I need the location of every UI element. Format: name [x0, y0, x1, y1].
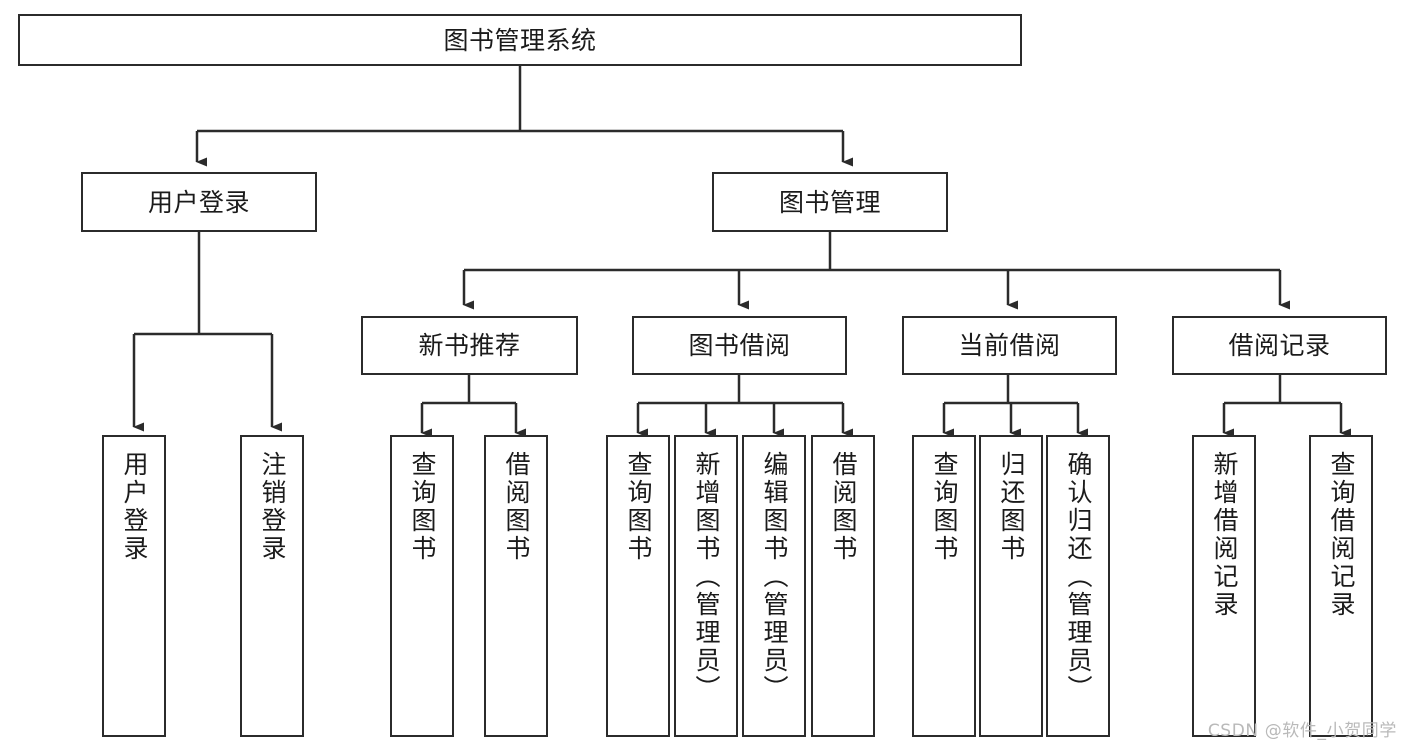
leaf-query-book-current[interactable]: 查询图书 [912, 435, 976, 737]
node-label: 归还图书 [997, 451, 1026, 563]
leaf-add-borrow-record[interactable]: 新增借阅记录 [1192, 435, 1256, 737]
leaf-return-book[interactable]: 归还图书 [979, 435, 1043, 737]
node-label: 借阅图书 [502, 451, 531, 563]
node-label: 借阅图书 [829, 451, 858, 563]
leaf-confirm-return-admin[interactable]: 确认归还（管理员） [1046, 435, 1110, 737]
node-label: 当前借阅 [958, 331, 1061, 360]
node-label: 图书管理 [778, 187, 881, 217]
node-label: 编辑图书（管理员） [760, 451, 789, 703]
node-label: 查询图书 [624, 451, 653, 563]
leaf-borrow-book-newbook[interactable]: 借阅图书 [484, 435, 548, 737]
leaf-edit-book-admin[interactable]: 编辑图书（管理员） [742, 435, 806, 737]
node-label: 新增借阅记录 [1210, 451, 1239, 619]
leaf-add-book-admin[interactable]: 新增图书（管理员） [674, 435, 738, 737]
node-label: 确认归还（管理员） [1064, 451, 1093, 703]
node-new-book-recommend[interactable]: 新书推荐 [361, 316, 578, 375]
leaf-logout[interactable]: 注销登录 [240, 435, 304, 737]
node-label: 图书借阅 [688, 331, 791, 360]
node-label: 新书推荐 [418, 331, 521, 360]
node-label: 图书管理系统 [443, 25, 597, 55]
node-label: 注销登录 [258, 451, 287, 563]
node-book-management[interactable]: 图书管理 [712, 172, 948, 232]
node-label: 查询图书 [930, 451, 959, 563]
leaf-query-book-newbook[interactable]: 查询图书 [390, 435, 454, 737]
leaf-borrow-book[interactable]: 借阅图书 [811, 435, 875, 737]
leaf-query-book-borrow[interactable]: 查询图书 [606, 435, 670, 737]
node-label: 用户登录 [147, 187, 250, 217]
node-borrow-record[interactable]: 借阅记录 [1172, 316, 1387, 375]
leaf-user-login[interactable]: 用户登录 [102, 435, 166, 737]
leaf-query-borrow-record[interactable]: 查询借阅记录 [1309, 435, 1373, 737]
node-user-login[interactable]: 用户登录 [81, 172, 317, 232]
node-current-borrow[interactable]: 当前借阅 [902, 316, 1117, 375]
node-label: 用户登录 [120, 451, 149, 563]
node-label: 新增图书（管理员） [692, 451, 721, 703]
csdn-watermark: CSDN @软件_小贺同学 [1207, 721, 1397, 741]
node-root-system[interactable]: 图书管理系统 [18, 14, 1022, 66]
node-label: 查询借阅记录 [1327, 451, 1356, 619]
node-book-borrow[interactable]: 图书借阅 [632, 316, 847, 375]
node-label: 借阅记录 [1228, 331, 1331, 360]
node-label: 查询图书 [408, 451, 437, 563]
